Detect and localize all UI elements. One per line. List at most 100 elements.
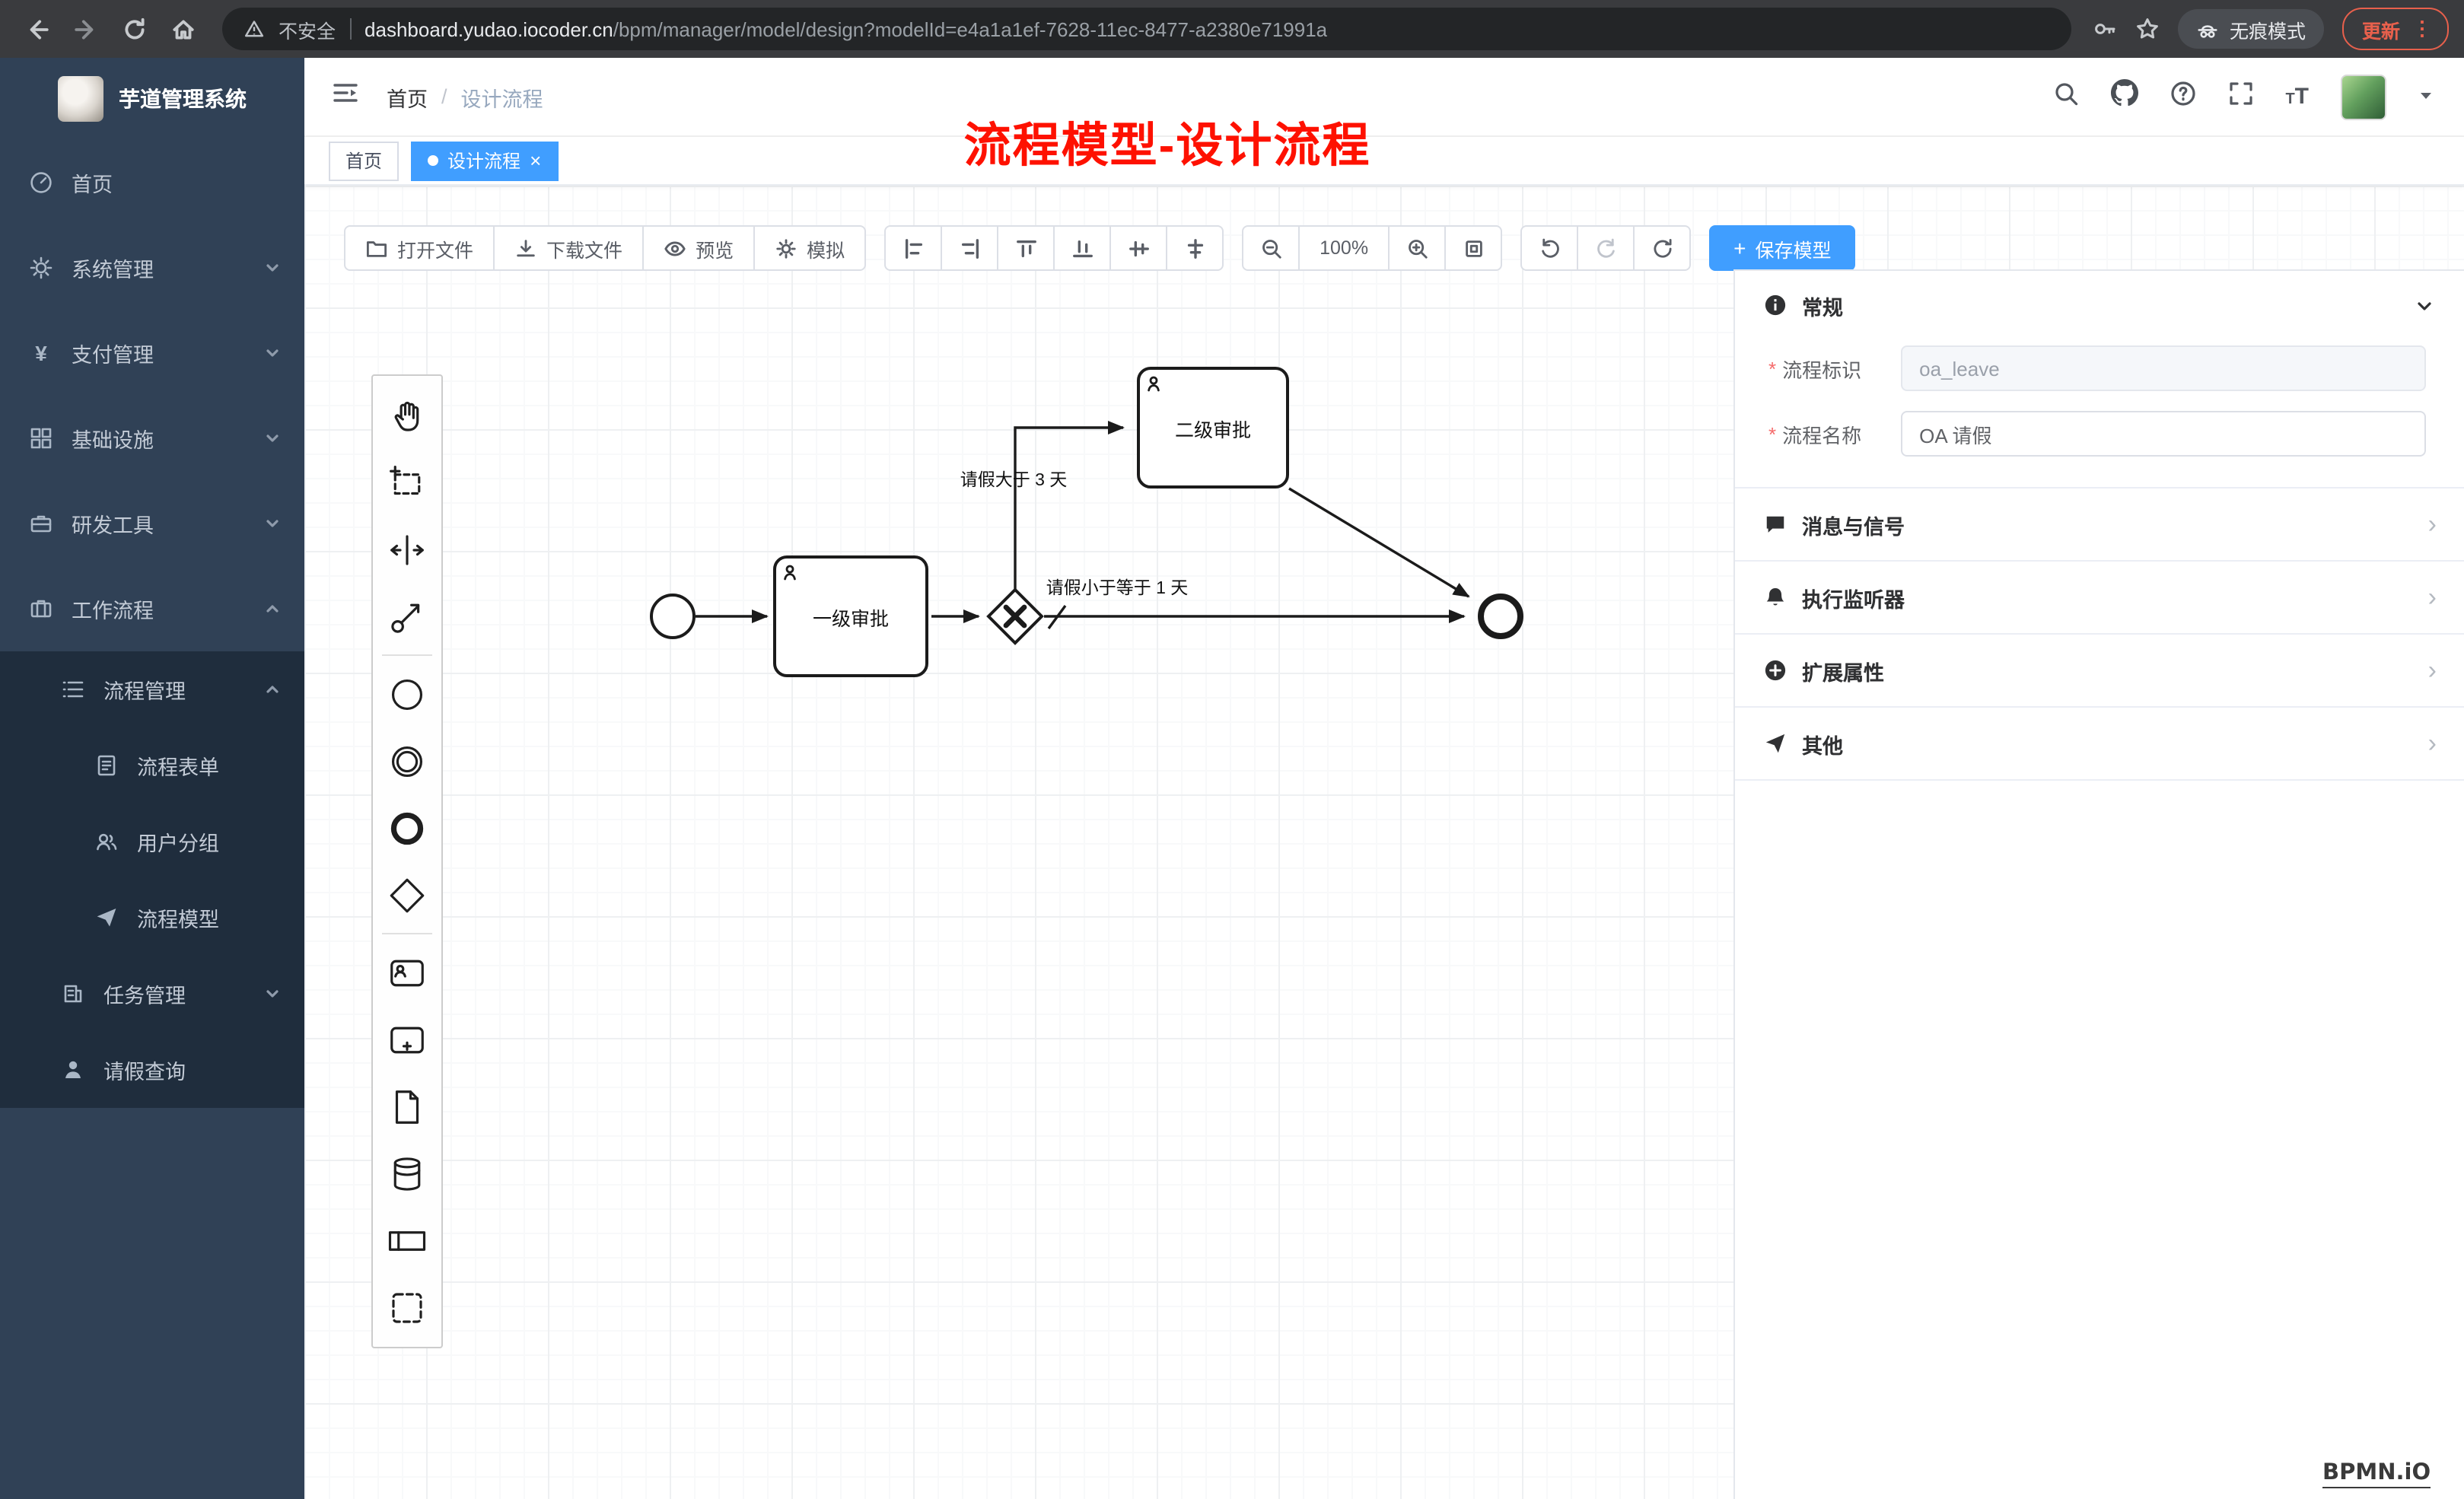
task-first-approval[interactable]: 一级审批 bbox=[773, 555, 928, 677]
sidebar-item-label: 首页 bbox=[72, 173, 113, 196]
flow-gateway-to-task2[interactable] bbox=[1014, 421, 1125, 589]
align-right-button[interactable] bbox=[941, 225, 999, 271]
sidebar-item-workflow[interactable]: 工作流程 bbox=[0, 566, 304, 651]
exclusive-gateway[interactable] bbox=[986, 587, 1044, 653]
close-icon[interactable]: × bbox=[530, 149, 542, 172]
section-other[interactable]: 其他 › bbox=[1735, 706, 2464, 781]
flow-task2-to-end[interactable] bbox=[1288, 487, 1470, 598]
sidebar-item-label: 流程表单 bbox=[137, 756, 219, 779]
tag-home[interactable]: 首页 bbox=[329, 141, 400, 180]
zoom-level-label: 100% bbox=[1320, 237, 1369, 259]
flow-label-greater-than[interactable]: 请假大于 3 天 bbox=[960, 472, 1068, 490]
back-icon[interactable] bbox=[15, 8, 58, 50]
space-tool[interactable] bbox=[373, 516, 441, 583]
key-icon[interactable] bbox=[2093, 17, 2117, 41]
send-icon bbox=[1762, 731, 1787, 756]
help-icon[interactable] bbox=[2170, 80, 2195, 113]
create-user-task[interactable] bbox=[373, 939, 441, 1006]
redo-button[interactable] bbox=[1577, 225, 1635, 271]
reload-icon[interactable] bbox=[113, 8, 155, 50]
zoom-level[interactable]: 100% bbox=[1298, 225, 1390, 271]
lasso-tool[interactable] bbox=[373, 449, 441, 516]
app-logo[interactable]: 芋道管理系统 bbox=[0, 58, 304, 140]
update-button[interactable]: 更新 ⋮ bbox=[2341, 8, 2449, 50]
sidebar-item-process-management[interactable]: 流程管理 bbox=[0, 651, 304, 727]
save-model-button[interactable]: +保存模型 bbox=[1709, 225, 1856, 271]
fullscreen-icon[interactable] bbox=[2227, 80, 2253, 113]
create-exclusive-gateway[interactable] bbox=[373, 861, 441, 928]
avatar-caret-icon[interactable] bbox=[2418, 83, 2434, 110]
bpmn-io-watermark[interactable]: BPMN.iO bbox=[2322, 1461, 2431, 1488]
align-top-button[interactable] bbox=[997, 225, 1055, 271]
sidebar-item-user-group[interactable]: 用户分组 bbox=[0, 804, 304, 880]
end-event[interactable] bbox=[1478, 594, 1523, 639]
forward-icon[interactable] bbox=[64, 8, 107, 50]
align-center-horizontal-button[interactable] bbox=[1109, 225, 1168, 271]
create-data-object[interactable] bbox=[373, 1073, 441, 1140]
process-key-input[interactable] bbox=[1901, 345, 2426, 391]
download-file-button[interactable]: 下载文件 bbox=[493, 225, 645, 271]
info-icon bbox=[1762, 293, 1787, 317]
flow-label-less-equal[interactable]: 请假小于等于 1 天 bbox=[1046, 580, 1189, 598]
page-url[interactable]: dashboard.yudao.iocoder.cn/bpm/manager/m… bbox=[365, 18, 1327, 40]
restart-button[interactable] bbox=[1633, 225, 1692, 271]
zoom-in-icon bbox=[1408, 239, 1427, 258]
bookmark-star-icon[interactable] bbox=[2135, 17, 2160, 41]
zoom-out-button[interactable] bbox=[1242, 225, 1300, 271]
global-connect-tool[interactable] bbox=[373, 583, 441, 650]
section-execution-listeners[interactable]: 执行监听器 › bbox=[1735, 560, 2464, 633]
sidebar-item-leave-query[interactable]: 请假查询 bbox=[0, 1032, 304, 1108]
browser-toolbar: 不安全 dashboard.yudao.iocoder.cn/bpm/manag… bbox=[0, 0, 2464, 58]
zoom-in-button[interactable] bbox=[1388, 225, 1447, 271]
sidebar-item-system[interactable]: 系统管理 bbox=[0, 225, 304, 310]
zoom-reset-button[interactable] bbox=[1444, 225, 1503, 271]
process-name-input[interactable] bbox=[1901, 411, 2426, 457]
create-intermediate-event[interactable] bbox=[373, 727, 441, 794]
section-extended-attributes[interactable]: 扩展属性 › bbox=[1735, 633, 2464, 706]
sidebar-toggle-icon[interactable] bbox=[332, 79, 359, 114]
github-icon[interactable] bbox=[2110, 79, 2138, 114]
browser-menu-icon[interactable]: ⋮ bbox=[2412, 17, 2432, 40]
bpmn-connections bbox=[696, 421, 1470, 630]
sidebar-item-payment[interactable]: ¥ 支付管理 bbox=[0, 310, 304, 396]
tag-design-process[interactable]: 设计流程 × bbox=[411, 141, 559, 180]
open-file-button[interactable]: 打开文件 bbox=[344, 225, 495, 271]
align-center-horizontal-icon bbox=[1129, 240, 1149, 256]
preview-button[interactable]: 预览 bbox=[642, 225, 756, 271]
simulate-button[interactable]: 模拟 bbox=[753, 225, 867, 271]
user-task-icon bbox=[1146, 374, 1167, 400]
align-left-button[interactable] bbox=[884, 225, 943, 271]
hand-tool[interactable] bbox=[373, 382, 441, 449]
sidebar-item-process-model[interactable]: 流程模型 bbox=[0, 880, 304, 956]
sidebar-item-infrastructure[interactable]: 基础设施 bbox=[0, 396, 304, 481]
section-messages-signals[interactable]: 消息与信号 › bbox=[1735, 487, 2464, 560]
chevron-down-icon[interactable] bbox=[2415, 296, 2434, 314]
sidebar-item-task-management[interactable]: 任务管理 bbox=[0, 956, 304, 1032]
create-start-event[interactable] bbox=[373, 660, 441, 727]
task-second-approval[interactable]: 二级审批 bbox=[1137, 367, 1289, 489]
start-event[interactable] bbox=[650, 594, 696, 639]
section-general[interactable]: 常规 bbox=[1735, 271, 2464, 339]
align-center-vertical-button[interactable] bbox=[1166, 225, 1224, 271]
create-participant[interactable] bbox=[373, 1207, 441, 1274]
address-bar[interactable]: 不安全 dashboard.yudao.iocoder.cn/bpm/manag… bbox=[222, 8, 2071, 50]
create-end-event[interactable] bbox=[373, 794, 441, 861]
create-subprocess[interactable] bbox=[373, 1006, 441, 1073]
default-flow-marker bbox=[1047, 604, 1067, 630]
create-group[interactable] bbox=[373, 1274, 441, 1341]
message-icon bbox=[1762, 512, 1787, 536]
breadcrumb-home[interactable]: 首页 bbox=[387, 88, 428, 110]
create-data-store[interactable] bbox=[373, 1140, 441, 1207]
incognito-chip[interactable]: 无痕模式 bbox=[2177, 9, 2324, 49]
bpmn-canvas[interactable]: 打开文件 下载文件 预览 模拟 100% bbox=[304, 186, 2464, 1499]
home-icon[interactable] bbox=[161, 8, 204, 50]
sidebar-item-devtools[interactable]: 研发工具 bbox=[0, 481, 304, 566]
avatar[interactable] bbox=[2341, 74, 2386, 119]
sidebar-item-process-form[interactable]: 流程表单 bbox=[0, 727, 304, 804]
align-bottom-button[interactable] bbox=[1053, 225, 1112, 271]
search-icon[interactable] bbox=[2052, 80, 2078, 113]
undo-button[interactable] bbox=[1520, 225, 1579, 271]
sidebar-item-home[interactable]: 首页 bbox=[0, 140, 304, 225]
security-label[interactable]: 不安全 bbox=[279, 21, 336, 42]
